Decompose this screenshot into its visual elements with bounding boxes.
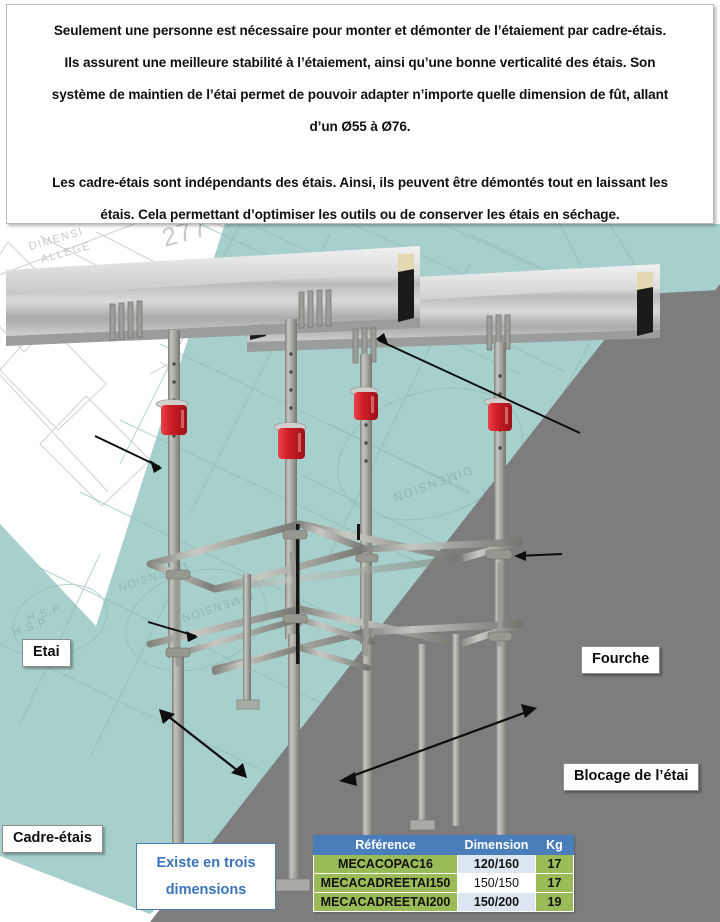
callout-cadre-etais-label: Cadre-étais — [13, 830, 92, 846]
cell-dimension: 150/150 — [457, 873, 536, 893]
beam-front — [6, 246, 420, 346]
exists-box-line-1: Existe en trois — [156, 854, 256, 871]
centre-accent-bars — [296, 524, 360, 664]
blocage-etai-icon — [485, 549, 513, 560]
cell-kg: 19 — [535, 892, 574, 912]
cell-kg: 17 — [535, 854, 574, 874]
reference-table: Référence Dimension Kg MECACOPAC16 120/1… — [313, 835, 574, 912]
column-header-reference: Référence — [313, 835, 458, 855]
callout-etai: Etai — [22, 639, 71, 668]
reference-table-wrapper: Référence Dimension Kg MECACOPAC16 120/1… — [313, 835, 574, 912]
cell-dimension: 120/160 — [457, 854, 536, 874]
cell-kg: 17 — [535, 873, 574, 893]
collar-clamp — [349, 386, 379, 420]
collar-clamp — [155, 399, 189, 435]
table-row: MECACADREETAI200 150/200 19 — [313, 892, 574, 912]
fourche-icon — [109, 300, 143, 341]
column-header-kg: Kg — [535, 835, 574, 855]
callout-fourche-label: Fourche — [592, 651, 650, 667]
cell-reference: MECACOPAC16 — [313, 854, 458, 874]
fourche-brackets — [109, 289, 511, 364]
illustration-svg: DIMENSI ALLEGE 277 — [0, 224, 720, 922]
description-line-5: Les cadre-étais sont indépendants des ét… — [52, 175, 668, 191]
exists-box-line-2: dimensions — [165, 882, 247, 898]
dimension-arrowheads — [159, 704, 537, 786]
description-line-2: Ils assurent une meilleure stabilité à l… — [64, 55, 656, 71]
callout-cadre-etais: Cadre-étais — [2, 825, 103, 854]
callout-arrowheads — [150, 333, 526, 642]
cadre-lower-bracing — [175, 616, 375, 675]
callout-fourche: Fourche — [581, 646, 661, 675]
description-line-4: d’un Ø55 à Ø76. — [309, 119, 411, 135]
table-header-row: Référence Dimension Kg — [313, 835, 574, 855]
description-spacer — [25, 143, 695, 167]
description-panel: Seulement une personne est nécessaire po… — [6, 4, 714, 224]
cell-reference: MECACADREETAI200 — [313, 892, 458, 912]
red-collar-clamps — [155, 386, 513, 459]
blocage-fittings — [165, 529, 513, 658]
cell-dimension: 150/200 — [457, 892, 536, 912]
description-line-6: étais. Cela permettant d’optimiser les o… — [100, 207, 620, 223]
dimension-arrows — [163, 708, 533, 781]
fourche-icon — [298, 289, 332, 329]
fourche-icon — [352, 327, 377, 364]
cell-reference: MECACADREETAI150 — [313, 873, 458, 893]
table-row: MECACOPAC16 120/160 17 — [313, 854, 574, 874]
rear-legs — [236, 574, 461, 831]
description-line-3: système de maintien de l’étai permet de … — [51, 87, 669, 103]
callout-etai-label: Etai — [33, 644, 60, 660]
description-line-1: Seulement une personne est nécessaire po… — [53, 23, 667, 39]
callout-blocage-etai-label: Blocage de l’étai — [574, 768, 689, 784]
collar-clamp — [483, 397, 513, 431]
collar-clamp — [273, 422, 307, 459]
callout-blocage-etai: Blocage de l’étai — [563, 763, 700, 792]
product-illustration: DIMENSI ALLEGE 277 — [0, 224, 720, 922]
exists-in-three-dimensions-box: Existe en trois dimensions — [136, 843, 276, 910]
column-header-dimension: Dimension — [457, 835, 536, 855]
table-row: MECACADREETAI150 150/150 17 — [313, 873, 574, 893]
